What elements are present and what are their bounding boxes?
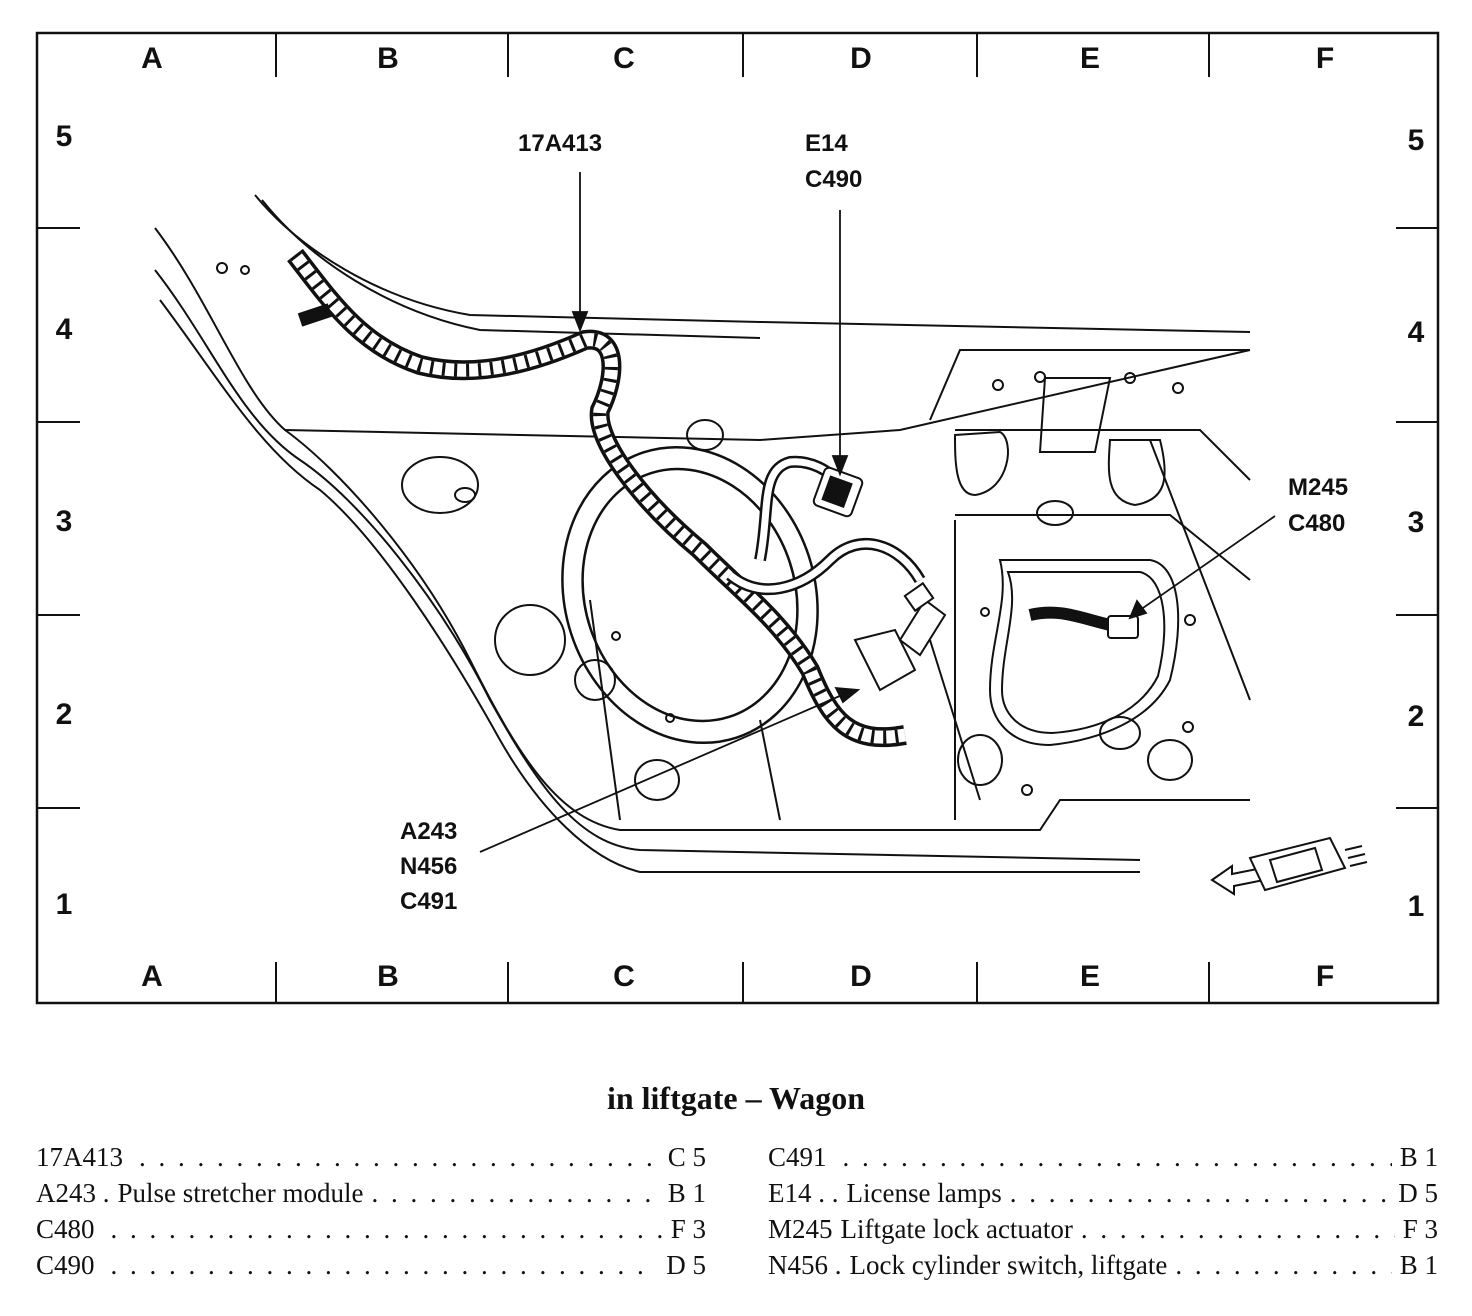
legend-leader-dots [139,1142,660,1173]
access-hole [561,445,819,745]
connector-C490 [812,466,864,518]
callout-C480-label: C480 [1288,510,1346,537]
legend-grid-location: D 5 [1398,1178,1438,1208]
callout-A243-label: A243 [400,818,458,845]
legend-grid-location: B 1 [667,1178,706,1208]
legend-row: C490 D 5 [36,1250,706,1286]
liftgate-panel [154,194,1251,873]
grid-row-right-4: 4 [1407,316,1425,349]
legend-leader-dots [111,1214,663,1245]
module-A243 [853,581,947,692]
grid-col-bottom-e: E [1079,960,1100,993]
legend-row: 17A413 C 5 [36,1142,706,1178]
top-column-ticks [275,33,1210,77]
grid-col-top-e: E [1079,42,1100,75]
legend-row: C491 B 1 [768,1142,1438,1178]
grid-col-top-b: B [377,42,399,75]
legend-code: 17A413 [36,1142,123,1172]
legend-code: N456 . [768,1250,842,1280]
grid-col-bottom-b: B [377,960,399,993]
grid-row-right-2: 2 [1407,700,1425,733]
legend-grid-location: D 5 [666,1250,706,1280]
grid-col-top-d: D [850,42,872,75]
legend-left-column: 17A413 C 5 A243 . Pulse stretcher module… [36,1142,706,1286]
callout-E14-C490: E14 C490 [805,126,862,198]
legend-code: C491 [768,1142,827,1172]
legend-row: C480 F 3 [36,1214,706,1250]
legend-leader-dots [843,1142,1392,1173]
legend-leader-dots [371,1178,659,1209]
orientation-car-icon [1210,836,1368,896]
legend-row: N456 . Lock cylinder switch, liftgate B … [768,1250,1438,1286]
legend-row: A243 . Pulse stretcher module B 1 [36,1178,706,1214]
right-row-ticks [1396,227,1438,809]
legend-grid-location: B 1 [1399,1142,1438,1172]
diagram-frame [35,31,1440,1005]
leader-lines [479,172,1276,853]
legend-row: M245 Liftgate lock actuator F 3 [768,1214,1438,1250]
callout-E14-label: E14 [805,130,848,157]
legend-description: Liftgate lock actuator [840,1214,1073,1244]
legend-leader-dots [111,1250,659,1281]
grid-col-top-a: A [141,42,163,75]
legend-code: M245 [768,1214,833,1244]
legend-grid-location: B 1 [1399,1250,1438,1280]
lock-panel [953,377,1193,781]
callout-17A413-label: 17A413 [518,130,603,157]
bottom-column-ticks [275,962,1210,1003]
legend-description: Pulse stretcher module [117,1178,364,1208]
callout-N456-label: N456 [400,853,458,880]
legend-code: C490 [36,1250,95,1280]
callout-C491-label: C491 [400,888,458,915]
callout-17A413: 17A413 [518,126,602,162]
grid-row-left-3: 3 [55,505,73,538]
left-row-ticks [37,227,80,809]
grid-row-left-2: 2 [55,698,73,731]
legend-description: Lock cylinder switch, liftgate [849,1250,1168,1280]
legend-code: C480 [36,1214,95,1244]
legend-description: License lamps [846,1178,1002,1208]
grid-col-bottom-d: D [850,960,872,993]
grid-col-bottom-f: F [1315,960,1335,993]
callout-M245-label: M245 [1288,474,1349,501]
legend-code: E14 . . [768,1178,839,1208]
legend-leader-dots [1010,1178,1391,1209]
diagram-caption: in liftgate – Wagon [606,1080,866,1116]
grid-col-top-c: C [613,42,635,75]
legend-grid-location: F 3 [1402,1214,1438,1244]
legend-leader-dots [1081,1214,1395,1245]
grid-row-left-5: 5 [55,120,73,153]
grid-row-left-4: 4 [55,313,73,346]
callout-A243-N456-C491: A243 N456 C491 [400,814,457,919]
grid-row-right-5: 5 [1407,124,1425,157]
legend-right-column: C491 B 1 E14 . . License lamps D 5 M245 … [768,1142,1438,1286]
callout-M245-C480: M245 C480 [1288,470,1348,542]
wiring-harness-17A413 [287,248,926,748]
callout-C490-label: C490 [805,166,863,193]
grid-row-left-1: 1 [55,888,73,921]
connector-C480 [1028,606,1139,639]
grid-col-top-f: F [1315,42,1335,75]
legend-leader-dots [1175,1250,1391,1281]
grid-col-bottom-c: C [613,960,635,993]
grid-row-right-3: 3 [1407,506,1425,539]
grid-row-right-1: 1 [1407,890,1425,923]
legend-row: E14 . . License lamps D 5 [768,1178,1438,1214]
grid-col-bottom-a: A [141,960,163,993]
legend-code: A243 . [36,1178,110,1208]
legend-grid-location: F 3 [670,1214,706,1244]
panel-holes [216,262,1196,801]
legend-grid-location: C 5 [667,1142,706,1172]
